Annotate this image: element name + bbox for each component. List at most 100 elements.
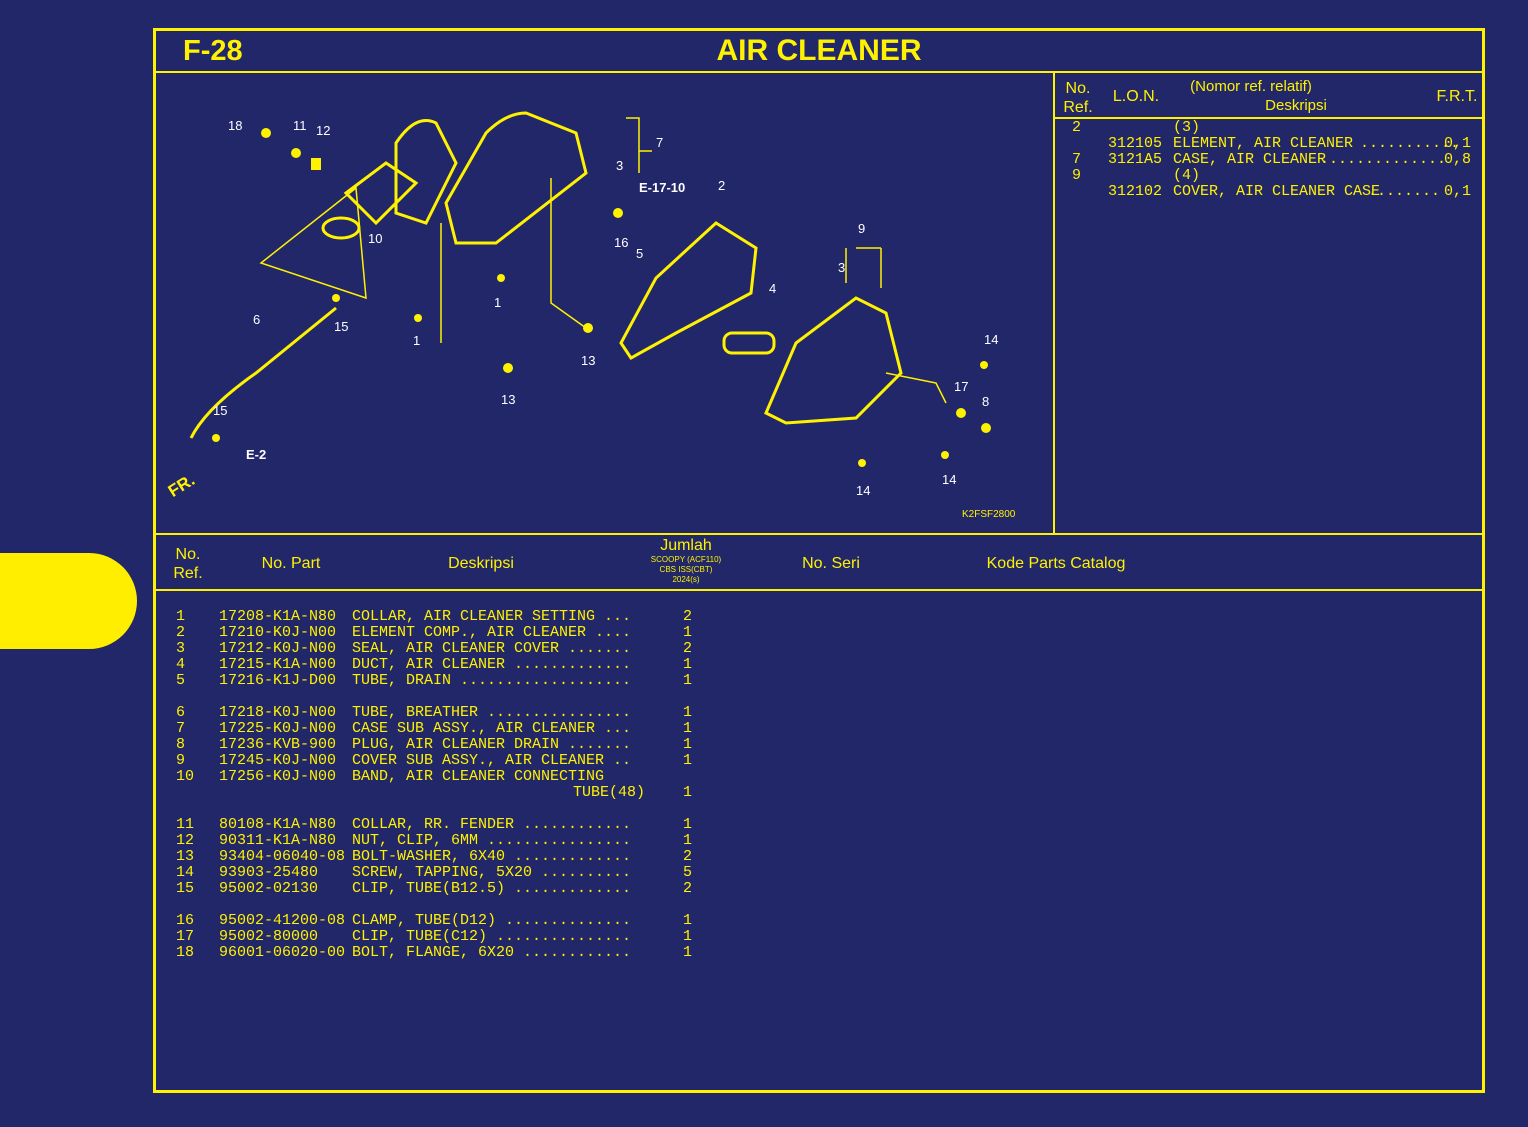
part-quantity: 2 <box>683 848 693 865</box>
part-number: 17218-K0J-N00 <box>219 704 337 721</box>
collar-11-marker <box>291 148 301 158</box>
page-title: AIR CLEANER <box>716 34 922 67</box>
callout-18: 13 <box>501 392 515 407</box>
part-number: 17245-K0J-N00 <box>219 752 337 769</box>
bolt-13-marker <box>583 323 593 333</box>
callout-6: 2 <box>718 178 725 193</box>
frt-header-divider <box>1053 117 1482 119</box>
part-quantity: 5 <box>683 864 693 881</box>
part-number: 17210-K0J-N00 <box>219 624 337 641</box>
part-number: 93903-25480 <box>219 864 319 881</box>
duct-part-shape <box>722 331 776 355</box>
part-number: 17215-K1A-N00 <box>219 656 337 673</box>
part-description-continuation: TUBE(48) <box>573 784 646 801</box>
dot-leader: .... <box>595 624 632 641</box>
part-number: 93404-06040-08 <box>219 848 346 865</box>
part-description: ELEMENT COMP., AIR CLEANER <box>352 624 587 641</box>
part-ref: 6 <box>176 704 186 721</box>
part-description: CLAMP, TUBE(D12) <box>352 912 497 929</box>
part-number: 95002-41200-08 <box>219 912 346 929</box>
callout-8: 16 <box>614 235 628 250</box>
cover-shape <box>764 296 903 425</box>
part-ref: 9 <box>176 752 186 769</box>
clamp-16-marker <box>613 208 623 218</box>
band-shape <box>321 216 361 240</box>
part-quantity: 1 <box>683 944 693 961</box>
callout-1: 11 <box>293 118 307 133</box>
clip-15b-marker <box>212 434 220 442</box>
collar-1b-marker <box>414 314 422 322</box>
part-description: COVER SUB ASSY., AIR CLEANER <box>352 752 605 769</box>
part-ref: 1 <box>176 608 186 625</box>
frt-header-desc-top: (Nomor ref. relatif) <box>1190 78 1312 95</box>
part-number: 95002-02130 <box>219 880 319 897</box>
dot-leader: ................... <box>460 672 632 689</box>
part-ref: 2 <box>176 624 186 641</box>
part-description: BOLT, FLANGE, 6X20 <box>352 944 515 961</box>
frt-header-lon: L.O.N. <box>1112 88 1160 105</box>
dot-leader: ....... <box>568 640 632 657</box>
part-quantity: 1 <box>683 704 693 721</box>
parts-header-jumlah: Jumlah <box>660 537 712 554</box>
dot-leader: .. <box>613 752 632 769</box>
callout-0: 18 <box>228 118 242 133</box>
part-ref: 4 <box>176 656 186 673</box>
part-quantity: 2 <box>683 608 693 625</box>
part-number: 17212-K0J-N00 <box>219 640 337 657</box>
part-description: DUCT, AIR CLEANER <box>352 656 506 673</box>
dot-leader: ............ <box>523 944 632 961</box>
part-ref: 8 <box>176 736 186 753</box>
clip-15-marker <box>332 294 340 302</box>
callout-16: 15 <box>334 319 348 334</box>
part-quantity: 2 <box>683 880 693 897</box>
part-quantity: 1 <box>683 832 693 849</box>
part-ref: 14 <box>176 864 195 881</box>
callout-12: 1 <box>494 295 501 310</box>
part-ref: 11 <box>176 816 195 833</box>
parts-header-part: No. Part <box>261 555 321 572</box>
dot-leader: ............. <box>514 848 632 865</box>
part-number: 17236-KVB-900 <box>219 736 337 753</box>
callout-17: 13 <box>581 353 595 368</box>
part-quantity: 1 <box>683 752 693 769</box>
title-divider <box>156 71 1482 73</box>
part-description: CASE SUB ASSY., AIR CLEANER <box>352 720 596 737</box>
callout-9: 5 <box>636 246 643 261</box>
part-ref: 12 <box>176 832 195 849</box>
nut-12-marker <box>311 158 321 170</box>
callout-14: 1 <box>413 333 420 348</box>
collar-1-marker <box>497 274 505 282</box>
callout-13: 4 <box>769 281 776 296</box>
parts-header-kode: Kode Parts Catalog <box>986 555 1126 572</box>
part-description: TUBE, BREATHER <box>352 704 479 721</box>
part-description: NUT, CLIP, 6MM <box>352 832 479 849</box>
part-ref: 7 <box>176 720 186 737</box>
catalog-page-frame: F-28 AIR CLEANER <box>153 28 1485 1093</box>
parts-header-divider <box>156 589 1482 591</box>
screw-14-marker <box>980 361 988 369</box>
part-ref: 18 <box>176 944 195 961</box>
dot-leader: ................ <box>487 832 632 849</box>
callout-23: E-2 <box>246 447 266 462</box>
section-tab[interactable] <box>0 553 137 649</box>
screw-14c-marker <box>858 459 866 467</box>
callout-11: 3 <box>838 260 845 275</box>
part-description: SEAL, AIR CLEANER COVER <box>352 640 560 657</box>
duct-shape <box>343 161 419 226</box>
frt-divider <box>1053 73 1055 533</box>
part-description: TUBE, DRAIN <box>352 672 452 689</box>
callout-5: E-17-10 <box>639 180 685 195</box>
frt-header-frt: F.R.T. <box>1436 88 1478 105</box>
callout-24: 14 <box>942 472 956 487</box>
callout-25: 14 <box>856 483 870 498</box>
exploded-diagram: 18 11 12 7 3 E-17-10 2 10 16 5 9 3 1 4 1… <box>156 73 1053 533</box>
parts-table-top-rule <box>156 533 1482 535</box>
illustration-code: K2FSF2800 <box>962 509 1016 520</box>
part-quantity: 1 <box>683 720 693 737</box>
diagram-svg: 18 11 12 7 3 E-17-10 2 10 16 5 9 3 1 4 1… <box>189 111 998 498</box>
dot-leader: ... <box>604 720 632 737</box>
part-description: CLIP, TUBE(B12.5) <box>352 880 506 897</box>
clip-17-marker <box>956 408 966 418</box>
